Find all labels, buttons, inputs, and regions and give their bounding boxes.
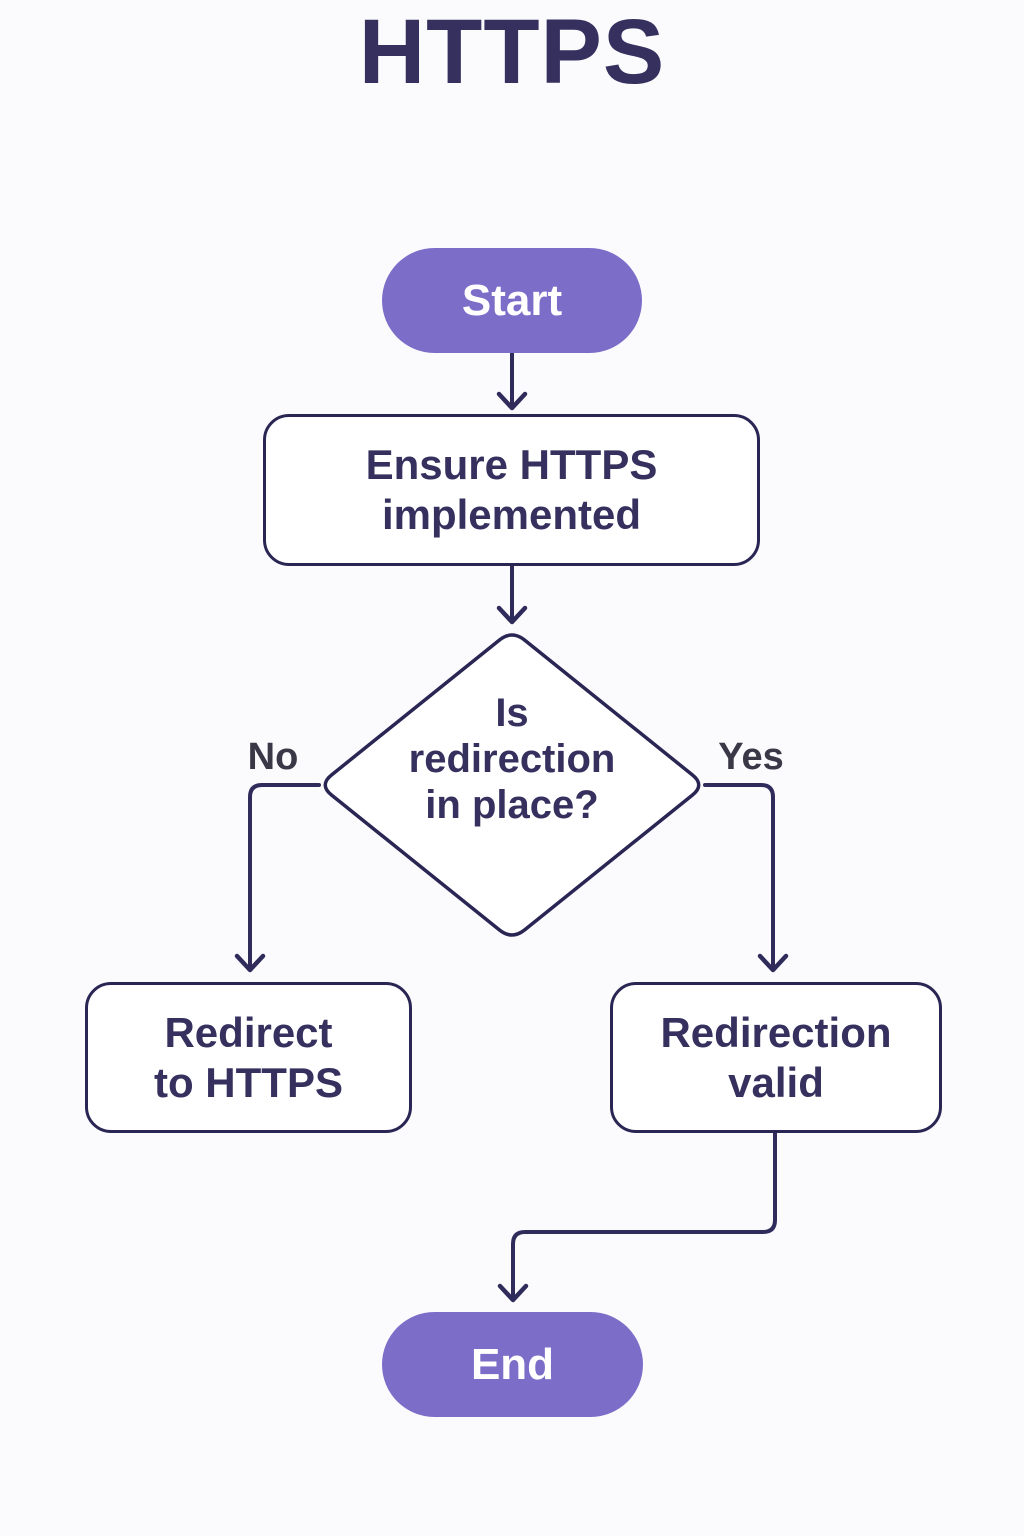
node-ensure-https-line2: implemented — [381, 491, 642, 538]
node-decision-line3: in place? — [425, 783, 599, 827]
node-redirection-valid: Redirection valid — [610, 982, 942, 1133]
node-valid-line1: Redirection — [660, 1008, 892, 1056]
node-valid-line2: valid — [728, 1058, 824, 1106]
node-redirect-to-https: Redirect to HTTPS — [85, 982, 412, 1133]
node-redirect-line1: Redirect — [164, 1008, 333, 1056]
node-decision-line2: redirection — [408, 737, 616, 781]
node-decision-shape — [323, 633, 701, 937]
node-ensure-https: Ensure HTTPS implemented — [263, 414, 760, 566]
node-start: Start — [382, 248, 642, 353]
edge-no-to-redirect — [248, 783, 321, 968]
node-ensure-https-line1: Ensure HTTPS — [365, 441, 658, 488]
arrowhead-yes-to-valid — [757, 953, 789, 973]
node-redirect-line2: to HTTPS — [154, 1058, 343, 1106]
arrowhead-valid-to-end — [497, 1283, 529, 1303]
edge-yes-to-valid — [703, 783, 775, 968]
arrowhead-ensure-to-decision — [496, 605, 528, 625]
node-decision-line1: Is — [495, 691, 529, 735]
node-start-label: Start — [461, 275, 563, 325]
branch-label-no: No — [247, 736, 299, 778]
branch-label-yes: Yes — [718, 736, 784, 778]
node-end-label: End — [470, 1339, 555, 1389]
page-title: HTTPS — [358, 1, 666, 103]
edge-valid-to-end — [511, 1131, 777, 1298]
node-end: End — [382, 1312, 643, 1417]
arrowhead-start-to-ensure — [496, 391, 528, 411]
arrowhead-no-to-redirect — [234, 953, 266, 973]
node-decision-label: Is redirection in place? — [362, 690, 662, 828]
